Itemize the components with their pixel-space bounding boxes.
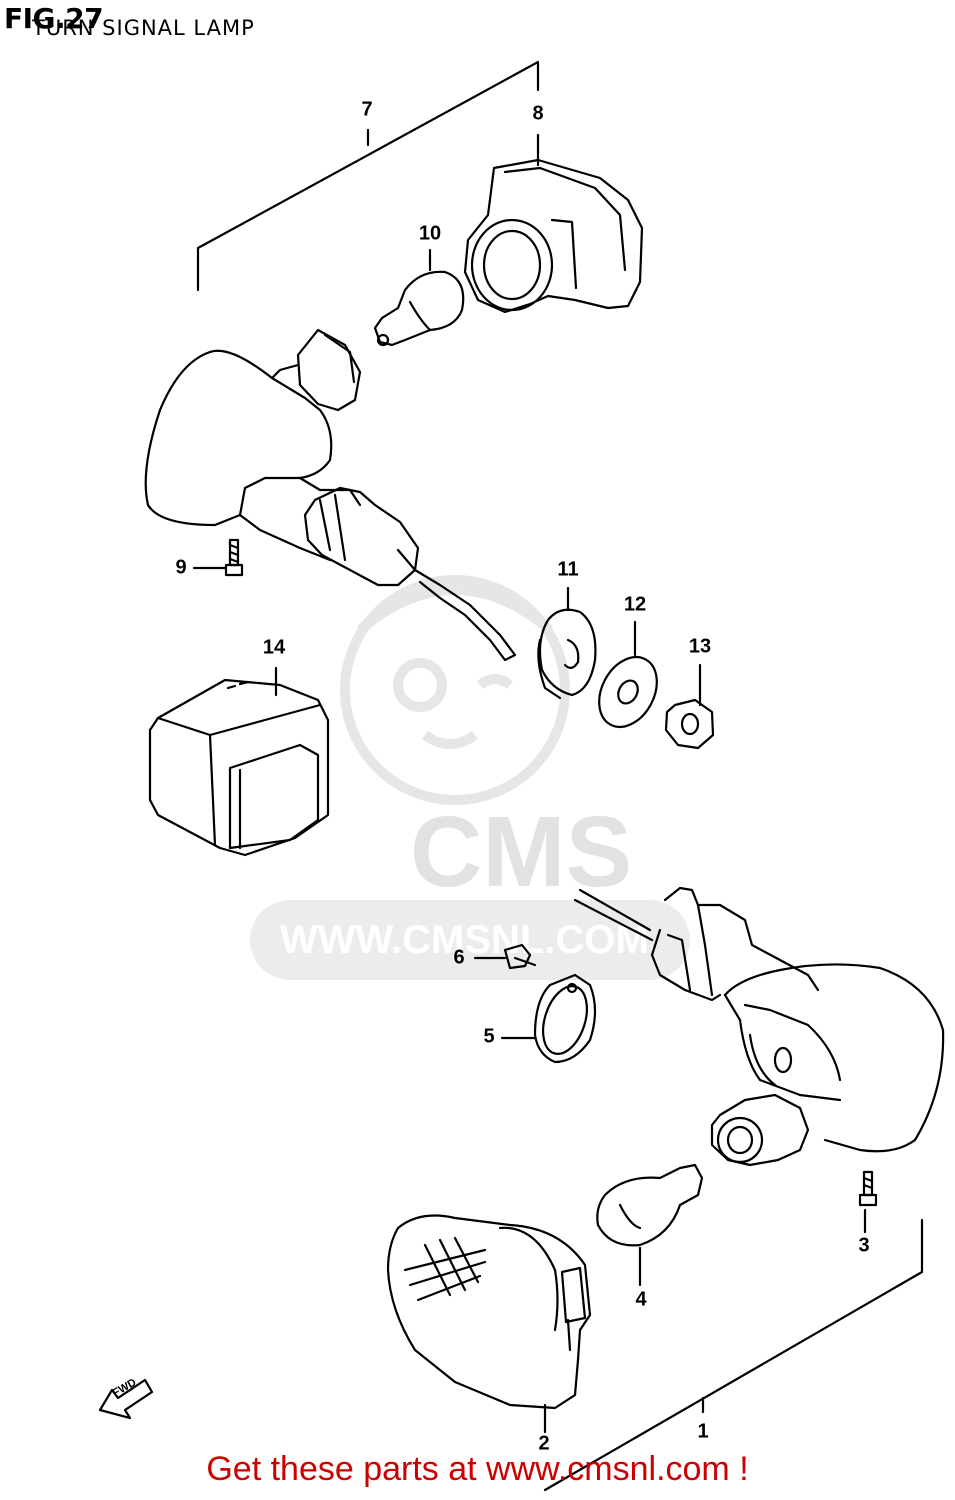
part-2-lens <box>386 1214 592 1434</box>
part-9-screw <box>192 538 244 577</box>
callout-8: 8 <box>532 102 544 125</box>
callout-14: 14 <box>262 636 286 659</box>
part-6-screw <box>473 943 537 970</box>
callout-6: 6 <box>453 946 465 969</box>
part-11-grommet <box>537 586 597 700</box>
callout-2: 2 <box>538 1432 550 1455</box>
part-1-signal-body <box>573 886 945 1153</box>
assembly-bracket-7 <box>196 60 540 292</box>
callout-11: 11 <box>557 558 579 581</box>
part-13-nut <box>664 663 715 750</box>
callout-10: 10 <box>418 222 442 245</box>
part-3-screw <box>858 1170 878 1234</box>
callout-5: 5 <box>483 1025 495 1048</box>
part-14-relay <box>148 666 330 857</box>
figure-number: FIG.27 <box>4 2 104 35</box>
callout-13: 13 <box>688 635 712 658</box>
part-1-socket <box>710 1093 810 1167</box>
fwd-arrow-icon <box>98 1378 154 1420</box>
callout-9: 9 <box>175 556 187 579</box>
part-12-washer <box>598 620 658 728</box>
callout-12: 12 <box>623 593 647 616</box>
part-7-signal-body <box>144 328 517 662</box>
callout-1: 1 <box>697 1420 709 1443</box>
footer-link[interactable]: Get these parts at www.cmsnl.com ! <box>206 1450 749 1488</box>
assembly-bracket-1 <box>543 1218 924 1492</box>
callout-7: 7 <box>361 98 373 121</box>
callout-3: 3 <box>858 1234 870 1257</box>
part-5-bracket <box>500 973 597 1064</box>
figure-title: TURN SIGNAL LAMP <box>32 16 255 40</box>
part-8-lens <box>463 158 644 314</box>
part-4-bulb <box>596 1163 704 1287</box>
part-10-bulb <box>373 248 465 347</box>
callout-4: 4 <box>635 1288 647 1311</box>
